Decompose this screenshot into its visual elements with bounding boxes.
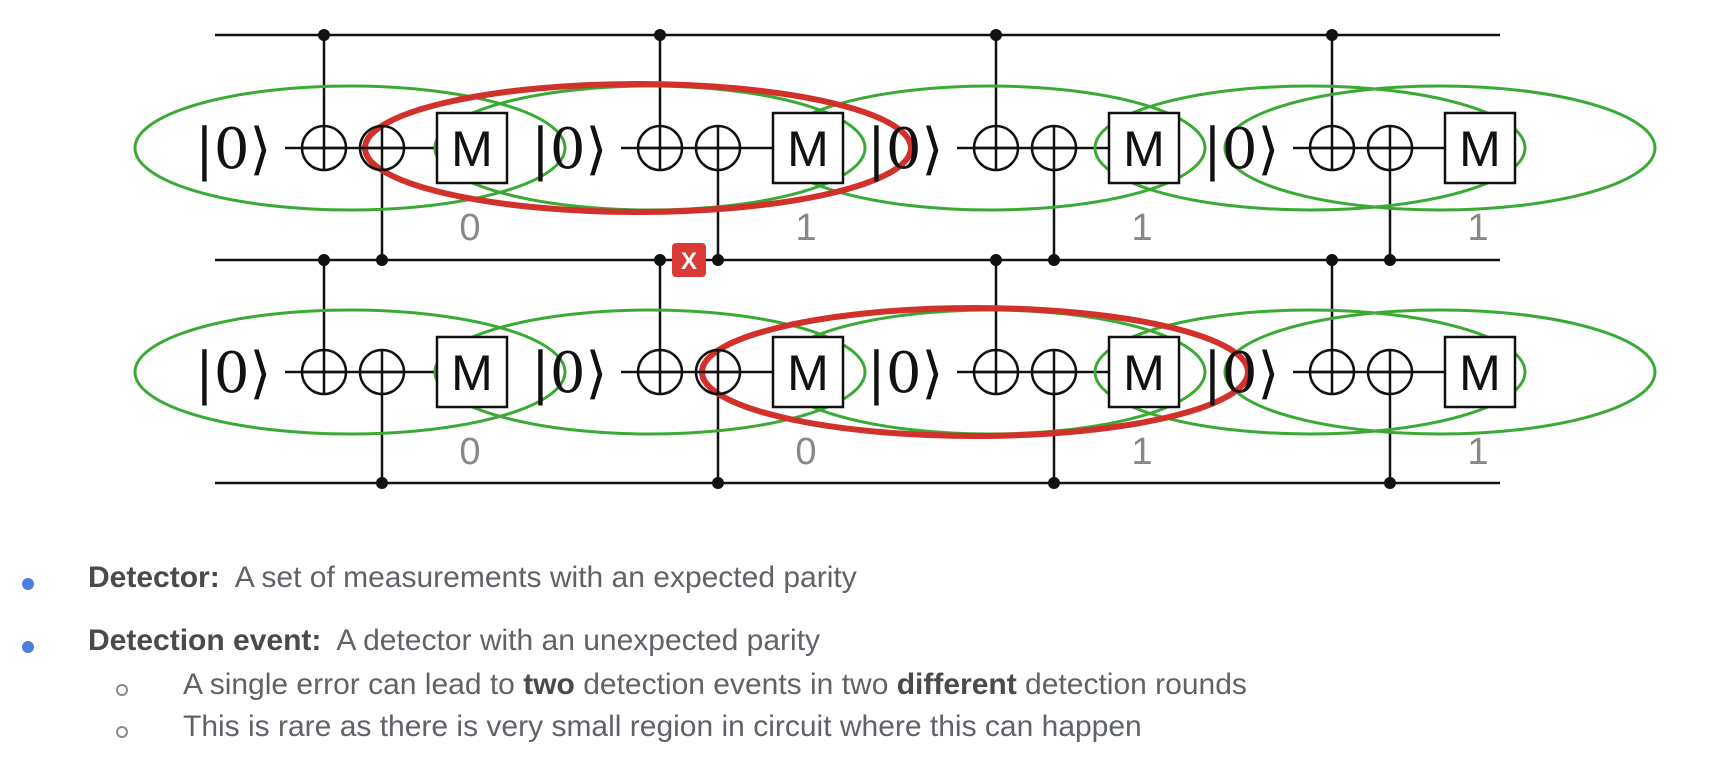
detector-term: Detector: — [88, 561, 220, 594]
measurement-box — [435, 335, 509, 409]
measurement-outcome: 0 — [459, 207, 480, 249]
detector-ellipse-layer — [133, 81, 1657, 439]
measurement-outcome: 1 — [1467, 207, 1488, 249]
measurement-label: M — [1459, 345, 1501, 401]
control-dot — [318, 29, 330, 41]
error-badge — [672, 243, 706, 277]
measurement-label: M — [451, 345, 493, 401]
detector-ellipse — [1093, 308, 1527, 436]
measurement-label: M — [1123, 345, 1165, 401]
ket-zero-label: |0⟩ — [867, 341, 943, 406]
detection-event-definition: A detector with an unexpected parity — [336, 624, 821, 657]
control-dot — [1048, 477, 1060, 489]
control-dot — [376, 477, 388, 489]
error-label: X — [681, 248, 697, 275]
measurement-box — [1443, 111, 1517, 185]
measurement-label: M — [1459, 121, 1501, 177]
sub-bullet-circle — [116, 726, 128, 738]
control-dot — [712, 254, 724, 266]
detector-ellipse — [133, 84, 567, 212]
gate-layer — [300, 29, 1517, 489]
measurement-box — [1107, 111, 1181, 185]
control-dot — [654, 29, 666, 41]
measurement-label: M — [787, 345, 829, 401]
bullet-dot — [22, 578, 34, 590]
ket-zero-label: |0⟩ — [867, 117, 943, 182]
emphasis-two: two — [523, 668, 575, 701]
measurement-label: M — [1123, 121, 1165, 177]
measurement-outcome: 1 — [1131, 431, 1152, 473]
ket-zero-label: |0⟩ — [195, 117, 271, 182]
control-dot — [1384, 477, 1396, 489]
detector-definition: A set of measurements with an expected p… — [234, 561, 857, 594]
ket-zero-label: |0⟩ — [1203, 341, 1279, 406]
ket-zero-label: |0⟩ — [531, 117, 607, 182]
emphasis-different: different — [896, 668, 1017, 701]
control-dot — [990, 29, 1002, 41]
control-dot — [1326, 29, 1338, 41]
control-dot — [712, 477, 724, 489]
detector-ellipse — [1223, 308, 1657, 436]
rare-note: This is rare as there is very small regi… — [183, 710, 1142, 743]
measurement-label: M — [787, 121, 829, 177]
bullet-dot — [22, 641, 34, 653]
parity-check-circuit-diagram: |0⟩ M 0 |0⟩ M 1 |0⟩ M 1 |0⟩ M 1 |0⟩ M 0 |0⟩ M 0 |0⟩ M 1 |0⟩ M 1… — [133, 29, 1657, 489]
detector-ellipse — [133, 308, 567, 436]
measurement-box — [771, 335, 845, 409]
detector-ellipse — [433, 308, 867, 436]
measurement-box — [1107, 335, 1181, 409]
measurement-box — [435, 111, 509, 185]
measurement-outcome: 0 — [795, 431, 816, 473]
measurement-outcome: 1 — [1467, 431, 1488, 473]
control-dot — [1384, 254, 1396, 266]
detector-ellipse — [1093, 84, 1527, 212]
measurement-box — [1443, 335, 1517, 409]
detector-ellipse — [1223, 84, 1657, 212]
measurement-outcome: 1 — [795, 207, 816, 249]
ket-zero-label: |0⟩ — [195, 341, 271, 406]
detection-event-term: Detection event: — [88, 624, 322, 657]
control-dot — [990, 254, 1002, 266]
label-layer: |0⟩ M 0 |0⟩ M 1 |0⟩ M 1 |0⟩ M 1 |0⟩ M 0 |0⟩ M 0 |0⟩ M 1 |0⟩ M 1… — [195, 117, 1501, 473]
ket-zero-label: |0⟩ — [1203, 117, 1279, 182]
ket-zero-label: |0⟩ — [531, 341, 607, 406]
measurement-outcome: 0 — [459, 431, 480, 473]
measurement-outcome: 1 — [1131, 207, 1152, 249]
wire-layer — [215, 33, 1500, 485]
measurement-label: M — [451, 121, 493, 177]
control-dot — [318, 254, 330, 266]
control-dot — [376, 254, 388, 266]
sub-bullet-circle — [116, 684, 128, 696]
measurement-box — [771, 111, 845, 185]
control-dot — [1048, 254, 1060, 266]
control-dot — [1326, 254, 1338, 266]
control-dot — [654, 254, 666, 266]
